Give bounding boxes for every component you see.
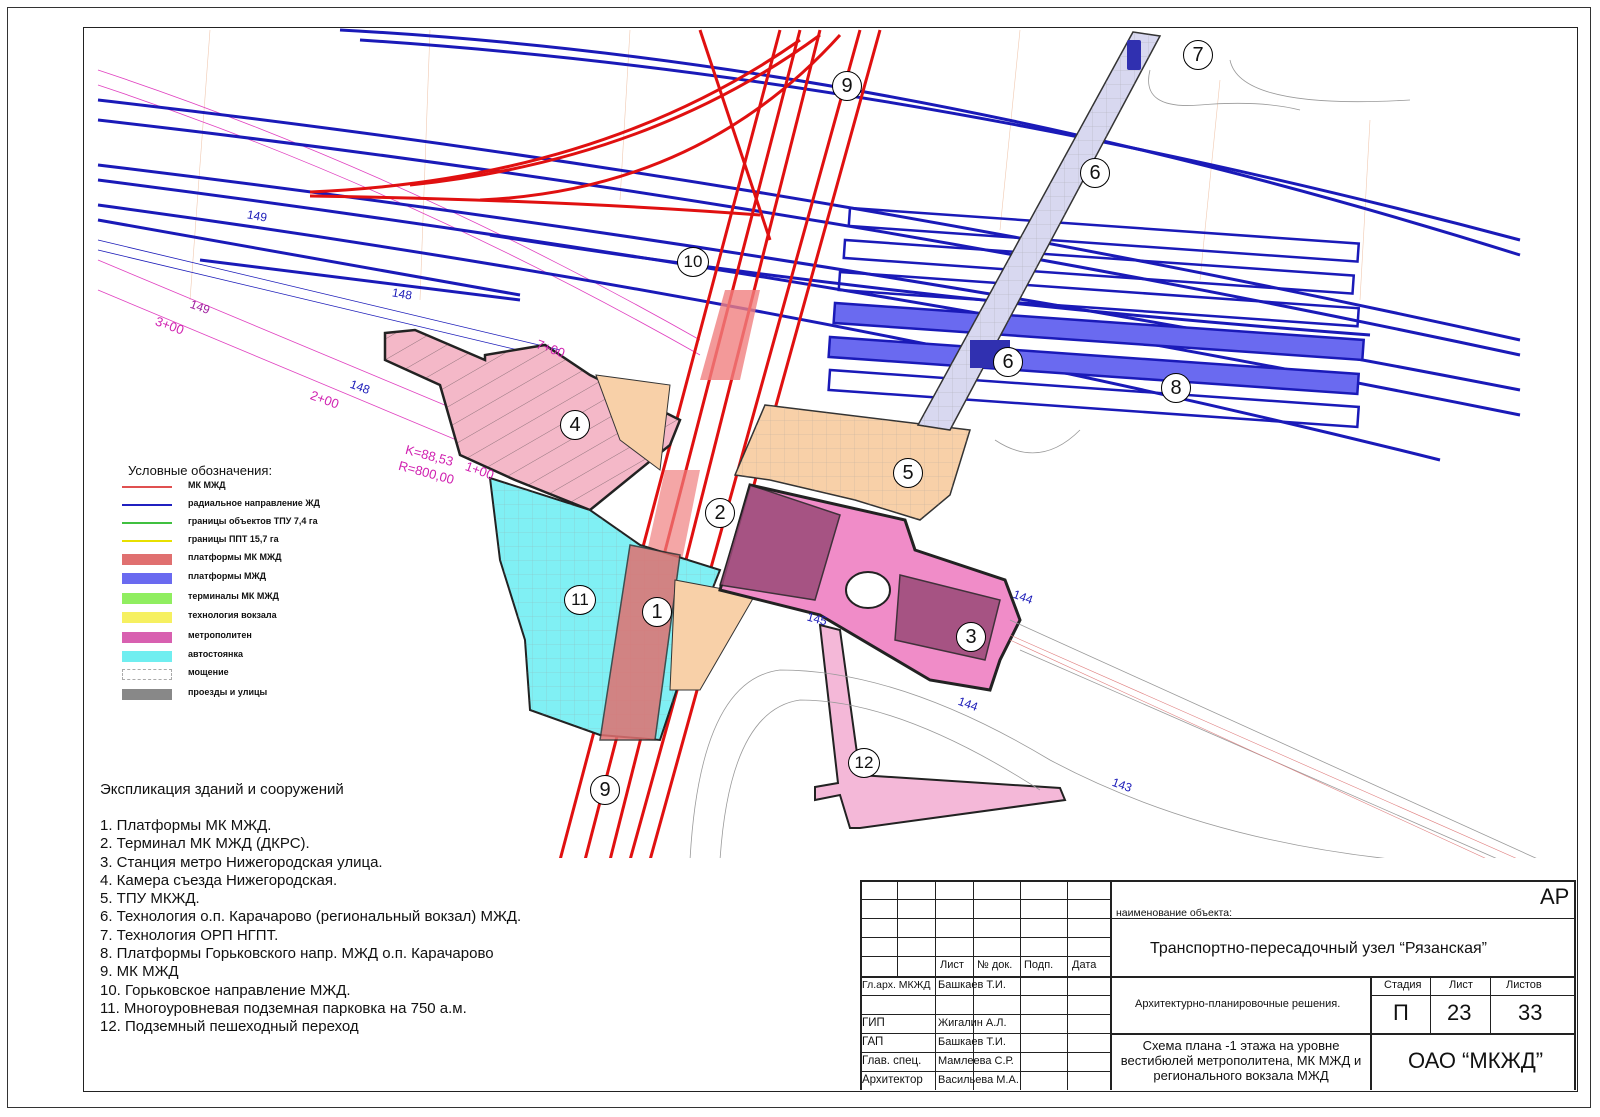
explication-item: 4. Камера съезда Нижегородская. <box>100 871 338 889</box>
person-name: Башкаев Т.И. <box>938 1036 1006 1048</box>
outer-frame <box>7 7 1591 1108</box>
marker-4: 4 <box>560 410 590 440</box>
explication-item: 2. Терминал МК МЖД (ДКРС). <box>100 835 310 853</box>
legend-swatch <box>122 651 172 662</box>
company-name: ОАО “МКЖД” <box>1408 1048 1544 1073</box>
legend-label: МК МЖД <box>188 480 226 490</box>
legend-swatch <box>122 522 172 524</box>
explication-item: 1. Платформы МК МЖД. <box>100 817 272 834</box>
explication-item: 9. МК МЖД <box>100 963 179 981</box>
col-header-doc: № док. <box>977 959 1013 971</box>
person-name: Васильева М.А. <box>938 1074 1019 1086</box>
explication-item: 6. Технология о.п. Карачарово (региональ… <box>100 908 522 926</box>
legend-item: технология вокзала <box>122 610 382 628</box>
stage-value: П <box>1393 1000 1409 1025</box>
marker-9: 9 <box>832 71 862 101</box>
marker-6: 6 <box>1080 158 1110 188</box>
legend-label: терминалы МК МЖД <box>188 591 279 601</box>
role: ГАП <box>862 1036 884 1048</box>
col-header-date: Дата <box>1072 959 1097 971</box>
drawing-frame <box>83 27 1578 1092</box>
explication-item: 12. Подземный пешеходный переход <box>100 1018 359 1036</box>
legend-swatch <box>122 573 172 584</box>
sheets-value: 33 <box>1518 1000 1543 1025</box>
object-name: Транспортно-пересадочный узел “Рязанская… <box>1150 940 1487 957</box>
mzhd-platforms <box>827 206 1366 429</box>
legend-item: метрополитен <box>122 630 382 648</box>
site-plan <box>97 28 1537 858</box>
legend-item: МК МЖД <box>122 480 382 498</box>
explication-item: 10. Горьковское направление МЖД. <box>100 981 351 999</box>
legend-label: технология вокзала <box>188 610 277 620</box>
sheet-value: 23 <box>1447 1000 1472 1025</box>
drawing-title: Схема плана -1 этажа на уровне вестибюле… <box>1120 1038 1362 1083</box>
legend-item: радиальное направление ЖД <box>122 498 382 516</box>
legend-swatch <box>122 486 172 488</box>
legend-swatch <box>122 540 172 542</box>
legend-label: платформы МЖД <box>188 571 267 581</box>
legend-item: терминалы МК МЖД <box>122 591 382 609</box>
marker-11: 11 <box>564 585 596 615</box>
marker-1: 1 <box>642 597 672 627</box>
role: Глав. спец. <box>862 1055 922 1067</box>
legend-label: платформы МК МЖД <box>188 552 282 562</box>
object-caption: наименование объекта: <box>1116 907 1232 919</box>
legend-title: Условные обозначения: <box>128 463 273 478</box>
marker-8: 8 <box>1161 373 1191 403</box>
marker-12: 12 <box>848 748 880 778</box>
legend-item: проезды и улицы <box>122 687 382 705</box>
explication-item: 7. Технология ОРП НГПТ. <box>100 926 279 944</box>
legend-swatch <box>122 689 172 700</box>
legend-swatch <box>122 612 172 623</box>
title-block: АР наименование объекта: Транспортно-пер… <box>860 880 1576 1090</box>
col-header-sign: Подп. <box>1024 959 1054 971</box>
legend-swatch <box>122 593 172 604</box>
marker-6: 6 <box>993 347 1023 377</box>
role: Архитектор <box>862 1074 923 1086</box>
marker-7: 7 <box>1183 40 1213 70</box>
legend-label: проезды и улицы <box>188 687 268 697</box>
explication-item: 5. ТПУ МКЖД. <box>100 890 200 908</box>
marker-5: 5 <box>893 458 923 488</box>
legend-item: границы ППТ 15,7 га <box>122 534 382 552</box>
col-header-list: Лист <box>940 959 964 971</box>
explication-item: 3. Станция метро Нижегородская улица. <box>100 853 383 871</box>
explication-item: 11. Многоуровневая подземная парковка на… <box>100 999 467 1017</box>
legend-swatch <box>122 669 172 680</box>
sheet-code: АР <box>1540 884 1570 909</box>
legend-swatch <box>122 632 172 643</box>
person-name: Башкаев Т.И. <box>938 979 1006 991</box>
legend-item: платформы МЖД <box>122 571 382 589</box>
legend-label: радиальное направление ЖД <box>188 498 320 508</box>
marker-2: 2 <box>705 498 735 528</box>
person-name: Мамлеева С.Р. <box>938 1055 1014 1067</box>
legend-label: мощение <box>188 667 229 677</box>
explication-list: 1. Платформы МК МЖД. 2. Терминал МК МЖД … <box>100 817 521 1037</box>
legend-item: границы объектов ТПУ 7,4 га <box>122 516 382 534</box>
legend-item: мощение <box>122 667 382 685</box>
sheets-header: Листов <box>1506 979 1542 991</box>
legend-label: метрополитен <box>188 630 252 640</box>
legend-label: границы ППТ 15,7 га <box>188 534 279 544</box>
legend-item: платформы МК МЖД <box>122 552 382 570</box>
building-1 <box>599 544 681 741</box>
legend-item: автостоянка <box>122 649 382 667</box>
stage-header: Стадия <box>1384 979 1422 991</box>
explication-item: 8. Платформы Горьковского напр. МЖД о.п.… <box>100 945 494 963</box>
person-name: Жигалин А.Л. <box>938 1017 1007 1029</box>
marker-10: 10 <box>677 247 709 277</box>
legend-swatch <box>122 504 172 506</box>
sheet-header: Лист <box>1449 979 1473 991</box>
section-name: Архитектурно-планировочные решения. <box>1135 998 1341 1010</box>
marker-3: 3 <box>956 622 986 652</box>
explication-title: Экспликация зданий и сооружений <box>100 781 344 798</box>
marker-9: 9 <box>590 775 620 805</box>
legend-label: границы объектов ТПУ 7,4 га <box>188 516 318 526</box>
role: Гл.арх. МКЖД <box>862 979 931 991</box>
role: ГИП <box>862 1017 885 1029</box>
legend-swatch <box>122 554 172 565</box>
legend-label: автостоянка <box>188 649 243 659</box>
